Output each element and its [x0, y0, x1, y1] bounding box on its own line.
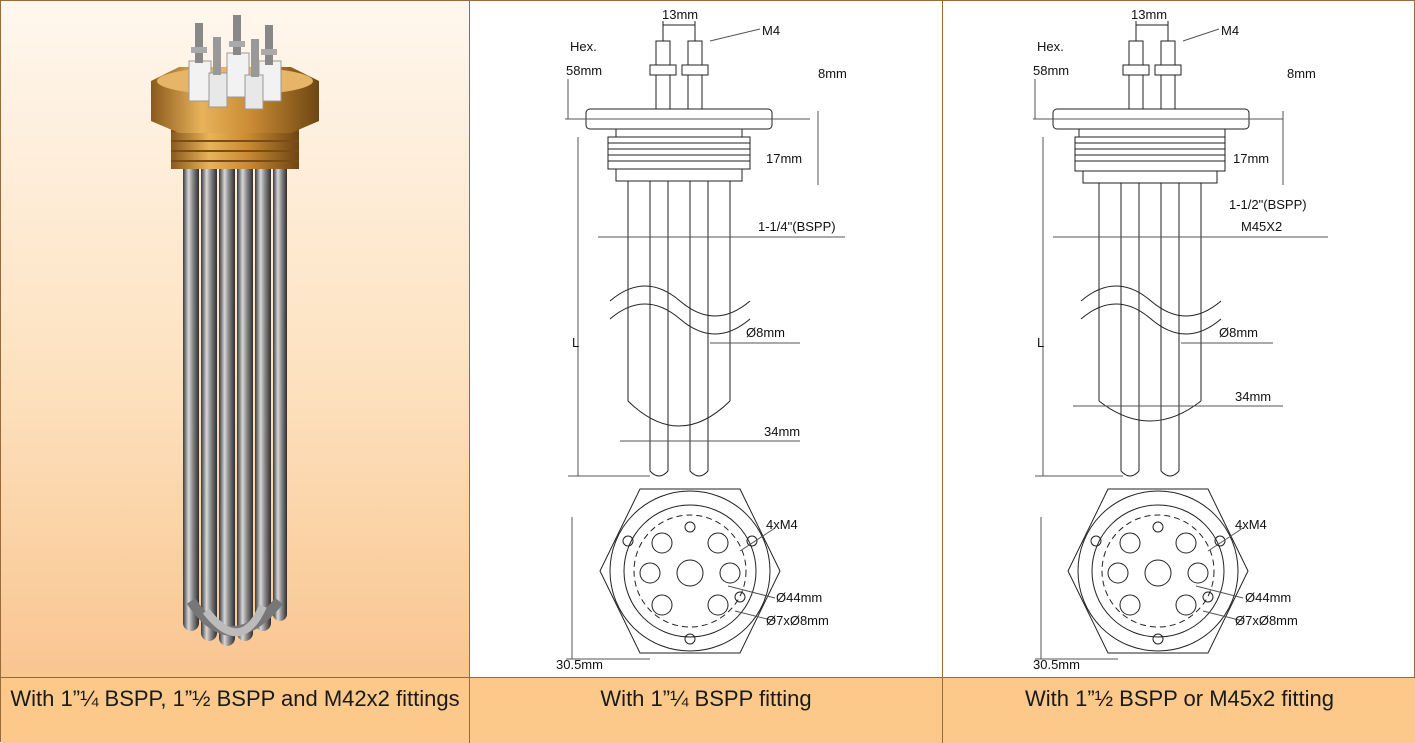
right-fitting-alt-label: M45X2 [1241, 219, 1282, 234]
photo-caption-text: With 1”¼ BSPP, 1”½ BSPP and M42x2 fittin… [10, 686, 460, 711]
product-photo-cell [1, 1, 470, 677]
left-tube-dia-label: Ø8mm [746, 325, 785, 340]
right-head-thickness-label: 8mm [1287, 66, 1316, 81]
right-technical-drawing: 13mm M4 Hex. 58mm 8mm 17mm 1-1/2"(BSPP) … [1033, 7, 1328, 672]
right-hex-label: Hex. [1037, 39, 1064, 54]
right-offset-label: 30.5mm [1033, 657, 1080, 672]
right-length-label: L [1037, 335, 1044, 350]
left-thread-label: M4 [762, 23, 780, 38]
right-hex-size-label: 58mm [1033, 63, 1069, 78]
left-pitch-label: 13mm [662, 7, 698, 22]
photo-caption: With 1”¼ BSPP, 1”½ BSPP and M42x2 fittin… [1, 677, 470, 743]
left-technical-drawing: 13mm M4 Hex. 58mm 8mm 17mm 1-1/4"(BSPP) … [556, 7, 847, 672]
left-pins-label: Ø7xØ8mm [766, 613, 829, 628]
right-bolt-circle-label: Ø44mm [1245, 590, 1291, 605]
terminal-studs [188, 15, 282, 110]
right-width-label: 34mm [1235, 389, 1271, 404]
right-drawing-caption: With 1”½ BSPP or M45x2 fitting [943, 677, 1415, 743]
right-pitch-label: 13mm [1131, 7, 1167, 22]
left-hex-size-label: 58mm [566, 63, 602, 78]
left-offset-label: 30.5mm [556, 657, 603, 672]
heating-tubes [183, 161, 287, 646]
right-caption-text: With 1”½ BSPP or M45x2 fitting [1025, 686, 1334, 711]
left-bolt-circle-label: Ø44mm [776, 590, 822, 605]
left-drawing-caption: With 1”¼ BSPP fitting [470, 677, 943, 743]
heater-photo [151, 15, 319, 646]
left-caption-text: With 1”¼ BSPP fitting [600, 686, 812, 711]
left-fitting-label: 1-1/4"(BSPP) [758, 219, 836, 234]
left-studs-label: 4xM4 [766, 517, 798, 532]
left-width-label: 34mm [764, 424, 800, 439]
left-length-label: L [572, 335, 579, 350]
right-tube-dia-label: Ø8mm [1219, 325, 1258, 340]
right-thread-length-label: 17mm [1233, 151, 1269, 166]
right-technical-drawing-cell: 13mm M4 Hex. 58mm 8mm 17mm 1-1/2"(BSPP) … [943, 1, 1415, 677]
right-studs-label: 4xM4 [1235, 517, 1267, 532]
left-hex-label: Hex. [570, 39, 597, 54]
right-fitting-label: 1-1/2"(BSPP) [1229, 197, 1307, 212]
right-thread-label: M4 [1221, 23, 1239, 38]
left-technical-drawing-cell: 13mm M4 Hex. 58mm 8mm 17mm 1-1/4"(BSPP) … [470, 1, 943, 677]
right-pins-label: Ø7xØ8mm [1235, 613, 1298, 628]
left-thread-length-label: 17mm [766, 151, 802, 166]
left-head-thickness-label: 8mm [818, 66, 847, 81]
